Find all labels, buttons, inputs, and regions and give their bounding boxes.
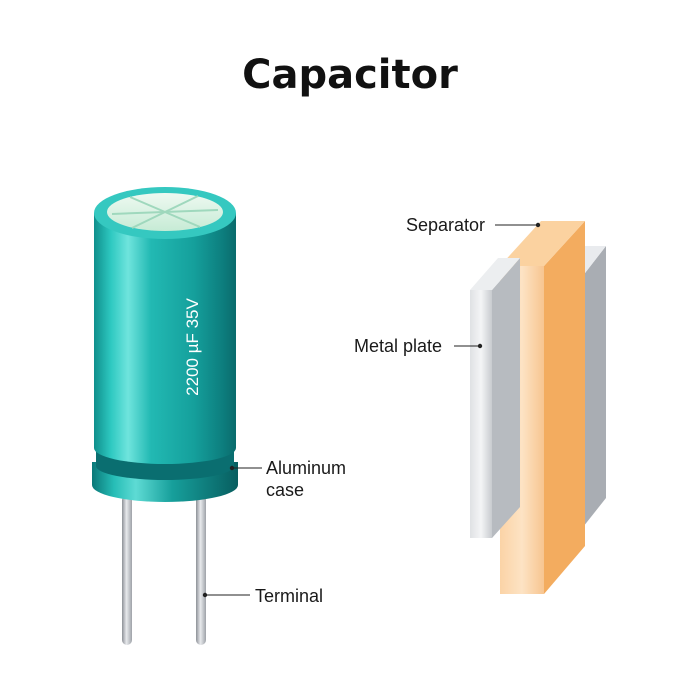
separator-leader-dot [535, 222, 541, 228]
vent-score-line [131, 195, 199, 229]
page-title: Capacitor [242, 52, 458, 98]
metal-plate-leader-dot [477, 343, 483, 349]
terminal-lead-left [122, 495, 132, 645]
label-aluminum-case-line1: Aluminum [266, 458, 346, 478]
separator-side [544, 221, 585, 594]
label-aluminum-case-line2: case [266, 480, 304, 500]
electrolytic-capacitor: 2200 µF 35V [92, 187, 238, 645]
terminal-lead-right [196, 495, 206, 645]
label-terminal: Terminal [255, 586, 323, 606]
label-metal-plate: Metal plate [354, 336, 442, 356]
terminal-leader-dot [202, 592, 208, 598]
label-separator: Separator [406, 215, 485, 235]
metal-plate-front-side [492, 258, 520, 538]
metal-plate-front-face [470, 290, 492, 538]
metal-plate-front-top [470, 258, 520, 290]
capacitor-marking: 2200 µF 35V [183, 297, 202, 395]
aluminum-case-body [94, 213, 236, 464]
aluminum-case-leader-dot [229, 465, 235, 471]
plate-capacitor-structure [470, 221, 606, 594]
separator-top [500, 221, 585, 266]
